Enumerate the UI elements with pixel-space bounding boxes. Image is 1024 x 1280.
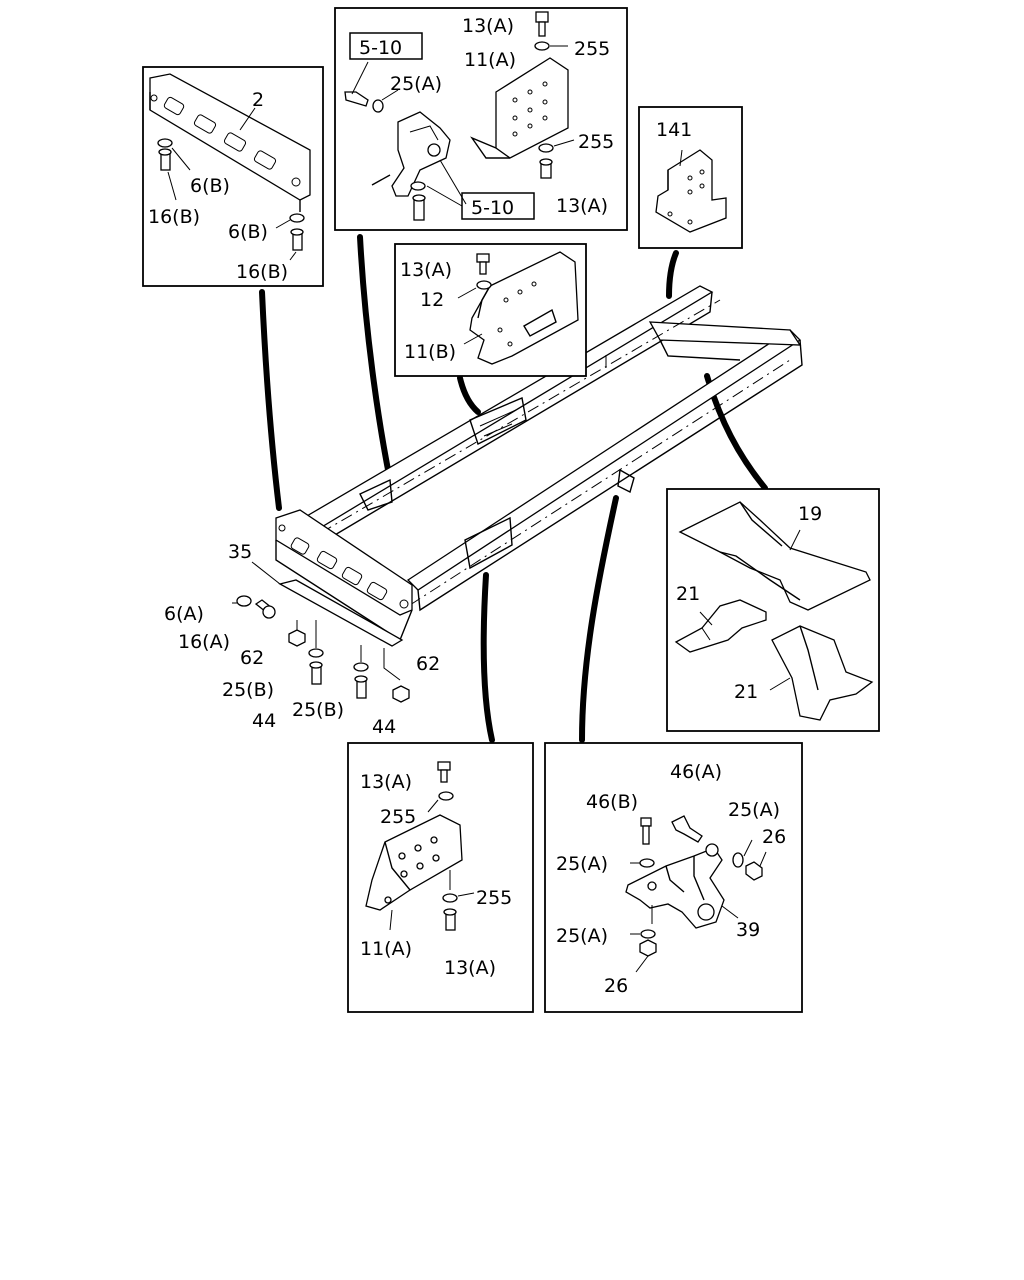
label-washer-255-bl-bottom: 255 (476, 887, 512, 909)
leader-front-box (259, 289, 282, 511)
label-crossmember-19: 19 (798, 503, 822, 525)
nut-62-right (392, 685, 410, 703)
label-bracket-21-upper: 21 (676, 583, 700, 605)
label-bolt-13a-bl-top: 13(A) (360, 771, 412, 793)
label-bolt-13a-center: 13(A) (400, 259, 452, 281)
chassis-frame (275, 285, 803, 642)
label-washer-25a-br-bottom: 25(A) (556, 925, 608, 947)
label-washer-25a-br-left: 25(A) (556, 853, 608, 875)
leader-bl-box (480, 572, 495, 743)
label-nut-62-left: 62 (240, 647, 264, 669)
label-bolt-44-left: 44 (252, 710, 276, 732)
leader-center-box (457, 375, 481, 415)
label-plate-35: 35 (228, 541, 252, 563)
box-center-bracket (394, 243, 587, 377)
label-washer-25b-left: 25(B) (222, 679, 274, 701)
label-bolt-13a-mid: 13(A) (556, 195, 608, 217)
washer-6a (236, 595, 252, 607)
ref-5-10-bottom-box (461, 192, 535, 220)
label-bolt-13a-top: 13(A) (462, 15, 514, 37)
washer-25b-right (353, 662, 369, 672)
ref-5-10-top-box (349, 32, 423, 60)
label-bracket-21-lower: 21 (734, 681, 758, 703)
bolt-44-right (356, 679, 367, 699)
label-washer-6a: 6(A) (164, 603, 204, 625)
box-bottom-left-bracket (347, 742, 534, 1013)
label-washer-25b-right: 25(B) (292, 699, 344, 721)
under-plate-35 (251, 561, 404, 647)
label-nut-26-right: 26 (762, 826, 786, 848)
label-part-2: 2 (252, 89, 264, 111)
leader-br-box (579, 495, 619, 743)
label-bolt-44-right: 44 (372, 716, 396, 738)
label-washer-25a-top: 25(A) (390, 73, 442, 95)
label-bracket-39: 39 (736, 919, 760, 941)
box-crossmember-19 (666, 488, 880, 732)
label-ref-5-10-bottom: 5-10 (471, 197, 514, 219)
label-bracket-141: 141 (656, 119, 692, 141)
label-washer-6b-lower: 6(B) (228, 221, 268, 243)
label-bolt-46b: 46(B) (586, 791, 638, 813)
label-bolt-46a: 46(A) (670, 761, 722, 783)
box-bottom-right-bracket (544, 742, 803, 1013)
label-washer-255-mid: 255 (578, 131, 614, 153)
label-ref-5-10-top: 5-10 (359, 37, 402, 59)
box-front-crossmember (142, 66, 324, 287)
box-top-bracket (334, 7, 628, 231)
label-washer-12: 12 (420, 289, 444, 311)
label-washer-25a-br-right: 25(A) (728, 799, 780, 821)
washer-25b-left (308, 648, 324, 658)
label-bracket-11a-top: 11(A) (464, 49, 516, 71)
label-washer-255-top: 255 (574, 38, 610, 60)
label-washer-255-bl-top: 255 (380, 806, 416, 828)
box-bracket-141 (638, 106, 743, 249)
label-bolt-16b-lower: 16(B) (236, 261, 288, 283)
leader-top-box (357, 234, 393, 483)
label-bracket-11a-bl: 11(A) (360, 938, 412, 960)
label-washer-6b-upper: 6(B) (190, 175, 230, 197)
leader-141-box (666, 250, 679, 299)
bolt-44-left (311, 665, 322, 685)
label-nut-62-right: 62 (416, 653, 440, 675)
label-bracket-11b: 11(B) (404, 341, 456, 363)
label-bolt-16b-upper: 16(B) (148, 206, 200, 228)
label-bolt-13a-bl-bottom: 13(A) (444, 957, 496, 979)
label-nut-26-bottom: 26 (604, 975, 628, 997)
label-bolt-16a: 16(A) (178, 631, 230, 653)
nut-62-left (288, 629, 306, 647)
